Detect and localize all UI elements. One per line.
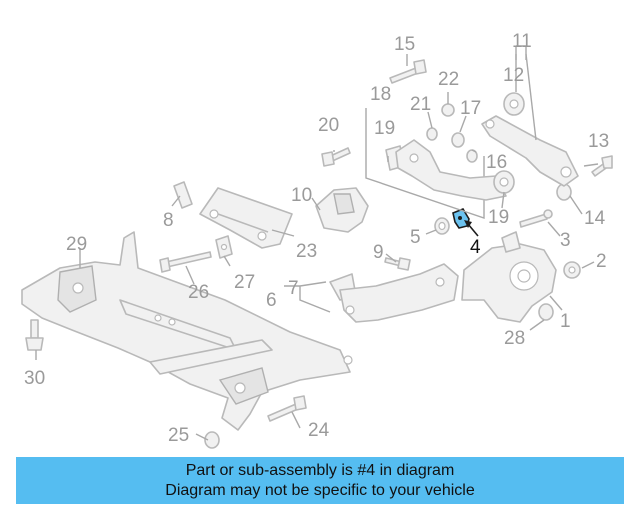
part-21-nut bbox=[426, 127, 438, 141]
callout-19-upper: 19 bbox=[374, 118, 395, 139]
notice-line-part-number: Part or sub-assembly is #4 in diagram bbox=[185, 461, 455, 479]
callout-11: 11 bbox=[512, 31, 532, 52]
leader-lines bbox=[35, 45, 599, 441]
callout-1: 1 bbox=[560, 311, 571, 332]
part-24-bolt bbox=[267, 395, 307, 422]
part-15-bolt bbox=[389, 59, 427, 84]
callout-12: 12 bbox=[503, 65, 524, 86]
part-1-wheel-knuckle bbox=[461, 231, 557, 323]
part-6-lower-control-arm bbox=[329, 263, 459, 323]
part-5-bushing bbox=[434, 217, 450, 235]
part-4-highlighted bbox=[452, 208, 479, 237]
part-13-bolt bbox=[591, 155, 613, 177]
callout-19-lower: 19 bbox=[488, 207, 509, 228]
part-26-bolt bbox=[159, 251, 212, 273]
part-12-bushing bbox=[503, 92, 525, 116]
part-10-mount bbox=[315, 187, 369, 233]
part-27-bracket bbox=[215, 235, 233, 259]
part-9-bolt bbox=[384, 257, 411, 271]
callout-9: 9 bbox=[373, 242, 384, 263]
callout-8: 8 bbox=[163, 210, 174, 231]
part-17-bushing bbox=[451, 132, 465, 148]
part-11-upper-control-arm bbox=[481, 115, 579, 187]
part-30-mount-bolt bbox=[25, 319, 44, 351]
callout-28: 28 bbox=[504, 328, 525, 349]
callout-3: 3 bbox=[560, 230, 571, 251]
callout-13: 13 bbox=[588, 131, 609, 152]
callout-14: 14 bbox=[584, 208, 606, 229]
part-28-bushing bbox=[538, 303, 554, 321]
callout-20: 20 bbox=[318, 115, 339, 136]
callout-23: 23 bbox=[296, 241, 317, 262]
part-18-upper-link-assembly bbox=[365, 108, 515, 219]
callout-22: 22 bbox=[438, 69, 459, 90]
part-8-link bbox=[173, 181, 193, 209]
callout-18: 18 bbox=[370, 84, 391, 105]
rear-subframe bbox=[21, 231, 353, 431]
part-20-bolt bbox=[321, 147, 351, 167]
part-22-washer bbox=[441, 103, 455, 117]
diagram-notice-banner: Part or sub-assembly is #4 in diagram Di… bbox=[16, 457, 624, 504]
callout-2: 2 bbox=[596, 251, 607, 272]
callout-15: 15 bbox=[394, 34, 415, 55]
callout-5: 5 bbox=[410, 227, 421, 248]
callout-10: 10 bbox=[291, 185, 312, 206]
part-23-lateral-link bbox=[199, 187, 293, 249]
callout-26: 26 bbox=[188, 282, 209, 303]
callout-7: 7 bbox=[288, 278, 299, 299]
callout-6: 6 bbox=[266, 290, 277, 311]
callout-labels: 1 2 3 4 5 6 7 8 9 10 11 12 13 14 15 16 1… bbox=[24, 31, 609, 446]
notice-line-disclaimer: Diagram may not be specific to your vehi… bbox=[165, 481, 475, 499]
callout-4: 4 bbox=[470, 237, 481, 258]
callout-17: 17 bbox=[460, 98, 481, 119]
part-3-bolt bbox=[519, 209, 553, 228]
callout-16: 16 bbox=[486, 152, 507, 173]
part-25-nut bbox=[204, 431, 220, 449]
callout-25: 25 bbox=[168, 425, 189, 446]
callout-27: 27 bbox=[234, 272, 255, 293]
callout-29: 29 bbox=[66, 234, 87, 255]
part-2-bushing bbox=[563, 261, 581, 279]
callout-24: 24 bbox=[308, 420, 330, 441]
callout-21: 21 bbox=[410, 94, 431, 115]
callout-30: 30 bbox=[24, 368, 45, 389]
